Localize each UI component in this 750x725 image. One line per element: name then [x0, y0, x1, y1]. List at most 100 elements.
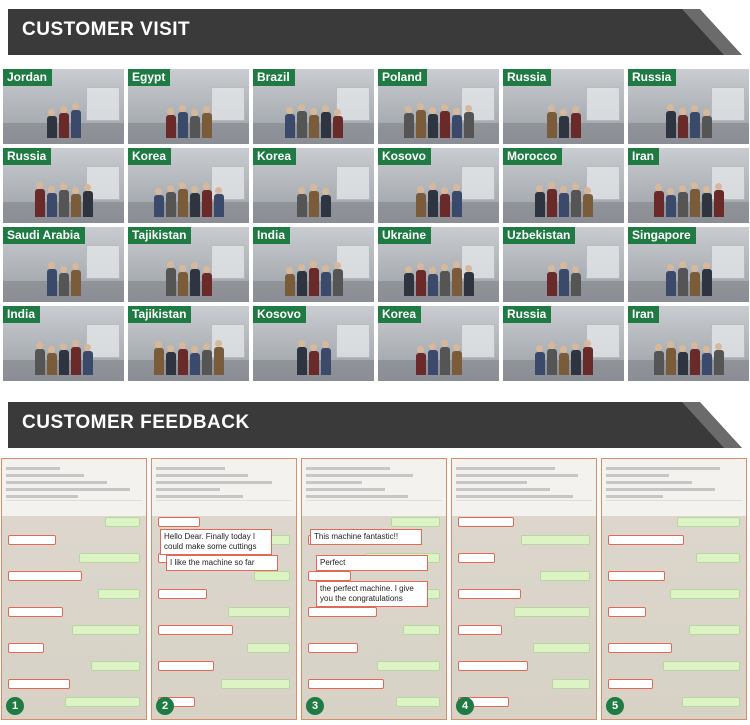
visit-photo: Jordan	[3, 69, 124, 144]
chat-bubble	[8, 643, 44, 653]
chat-bubble	[458, 661, 528, 671]
country-label: Russia	[503, 306, 552, 323]
visit-photo: Russia	[503, 306, 624, 381]
country-label: Iran	[628, 148, 660, 165]
visitor-group	[386, 335, 491, 375]
chat-bubble	[608, 571, 665, 581]
country-label: Tajikistan	[128, 306, 192, 323]
feedback-number-badge: 1	[6, 697, 24, 715]
country-label: Korea	[378, 306, 422, 323]
chat-bubble	[308, 571, 351, 581]
chat-bubble	[247, 643, 290, 653]
chat-bubble	[696, 553, 740, 563]
chat-bubble	[158, 517, 200, 527]
visitor-group	[386, 256, 491, 296]
chat-bubble	[682, 697, 740, 707]
chat-bubble	[396, 697, 440, 707]
chat-bubble	[308, 679, 384, 689]
visit-photo: Tajikistan	[128, 227, 249, 302]
chat-bubble	[552, 679, 590, 689]
visitor-group	[136, 177, 241, 217]
chat-bubble	[8, 679, 70, 689]
feedback-screenshot: Hello Dear. Finally today I could make s…	[151, 458, 297, 720]
country-label: Jordan	[3, 69, 53, 86]
country-label: Russia	[3, 148, 52, 165]
feedback-quote: This machine fantastic!!	[310, 529, 422, 545]
country-label: Korea	[253, 148, 297, 165]
visit-photo: Korea	[128, 148, 249, 223]
chat-bubble	[608, 607, 646, 617]
visit-photo: Egypt	[128, 69, 249, 144]
visitor-group	[136, 256, 241, 296]
chat-bubble	[540, 571, 590, 581]
visitor-group	[636, 256, 741, 296]
customer-feedback-grid: 1 Hello Dear. Finally today I could make …	[1, 458, 749, 720]
feedback-number-badge: 2	[156, 697, 174, 715]
customer-feedback-banner: CUSTOMER FEEDBACK	[8, 402, 742, 448]
visitor-group	[386, 177, 491, 217]
country-label: Morocco	[503, 148, 563, 165]
chat-bubble	[514, 607, 590, 617]
chat-bubble	[65, 697, 140, 707]
visitor-group	[511, 256, 616, 296]
feedback-number-badge: 5	[606, 697, 624, 715]
visit-photo: Iran	[628, 306, 749, 381]
visit-photo: Russia	[628, 69, 749, 144]
visit-photo: Korea	[378, 306, 499, 381]
visit-photo: Singapore	[628, 227, 749, 302]
chat-bubble	[677, 517, 740, 527]
visit-photo: Korea	[253, 148, 374, 223]
country-label: Korea	[128, 148, 172, 165]
country-label: Russia	[628, 69, 677, 86]
feedback-screenshot: 1	[1, 458, 147, 720]
country-label: Poland	[378, 69, 428, 86]
chat-bubble	[458, 517, 514, 527]
visit-photo: Tajikistan	[128, 306, 249, 381]
chat-bubble	[608, 643, 672, 653]
country-label: Singapore	[628, 227, 696, 244]
visit-photo: India	[3, 306, 124, 381]
country-label: India	[253, 227, 291, 244]
country-label: Uzbekistan	[503, 227, 576, 244]
chat-bubble	[458, 589, 521, 599]
visitor-group	[136, 335, 241, 375]
feedback-number-badge: 3	[306, 697, 324, 715]
visitor-group	[636, 98, 741, 138]
customer-feedback-title: CUSTOMER FEEDBACK	[22, 412, 250, 433]
chat-bubble	[8, 535, 56, 545]
chat-bubble	[158, 589, 207, 599]
visitor-group	[511, 98, 616, 138]
feedback-quote: Perfect	[316, 555, 428, 571]
chat-bubble	[608, 679, 653, 689]
visitor-group	[511, 335, 616, 375]
visit-photo: Ukraine	[378, 227, 499, 302]
chat-bubble	[308, 607, 377, 617]
visit-photo: Iran	[628, 148, 749, 223]
visitor-group	[11, 98, 116, 138]
country-label: Russia	[503, 69, 552, 86]
visit-photo: Brazil	[253, 69, 374, 144]
chat-bubble	[689, 625, 740, 635]
chat-bubble	[670, 589, 740, 599]
visit-photo: Poland	[378, 69, 499, 144]
chat-bubble	[228, 607, 290, 617]
chat-bubble	[221, 679, 290, 689]
visitor-group	[261, 98, 366, 138]
chat-bubble	[91, 661, 140, 671]
visit-photo: Uzbekistan	[503, 227, 624, 302]
chat-bubble	[377, 661, 440, 671]
country-label: Brazil	[253, 69, 295, 86]
country-label: Egypt	[128, 69, 171, 86]
country-label: Tajikistan	[128, 227, 192, 244]
visitor-group	[261, 335, 366, 375]
visitor-group	[261, 256, 366, 296]
visitor-group	[511, 177, 616, 217]
visitor-group	[261, 177, 366, 217]
visitor-group	[11, 256, 116, 296]
visitor-group	[636, 177, 741, 217]
chat-bubble	[254, 571, 290, 581]
feedback-quote: I like the machine so far	[166, 555, 278, 571]
visitor-group	[386, 98, 491, 138]
